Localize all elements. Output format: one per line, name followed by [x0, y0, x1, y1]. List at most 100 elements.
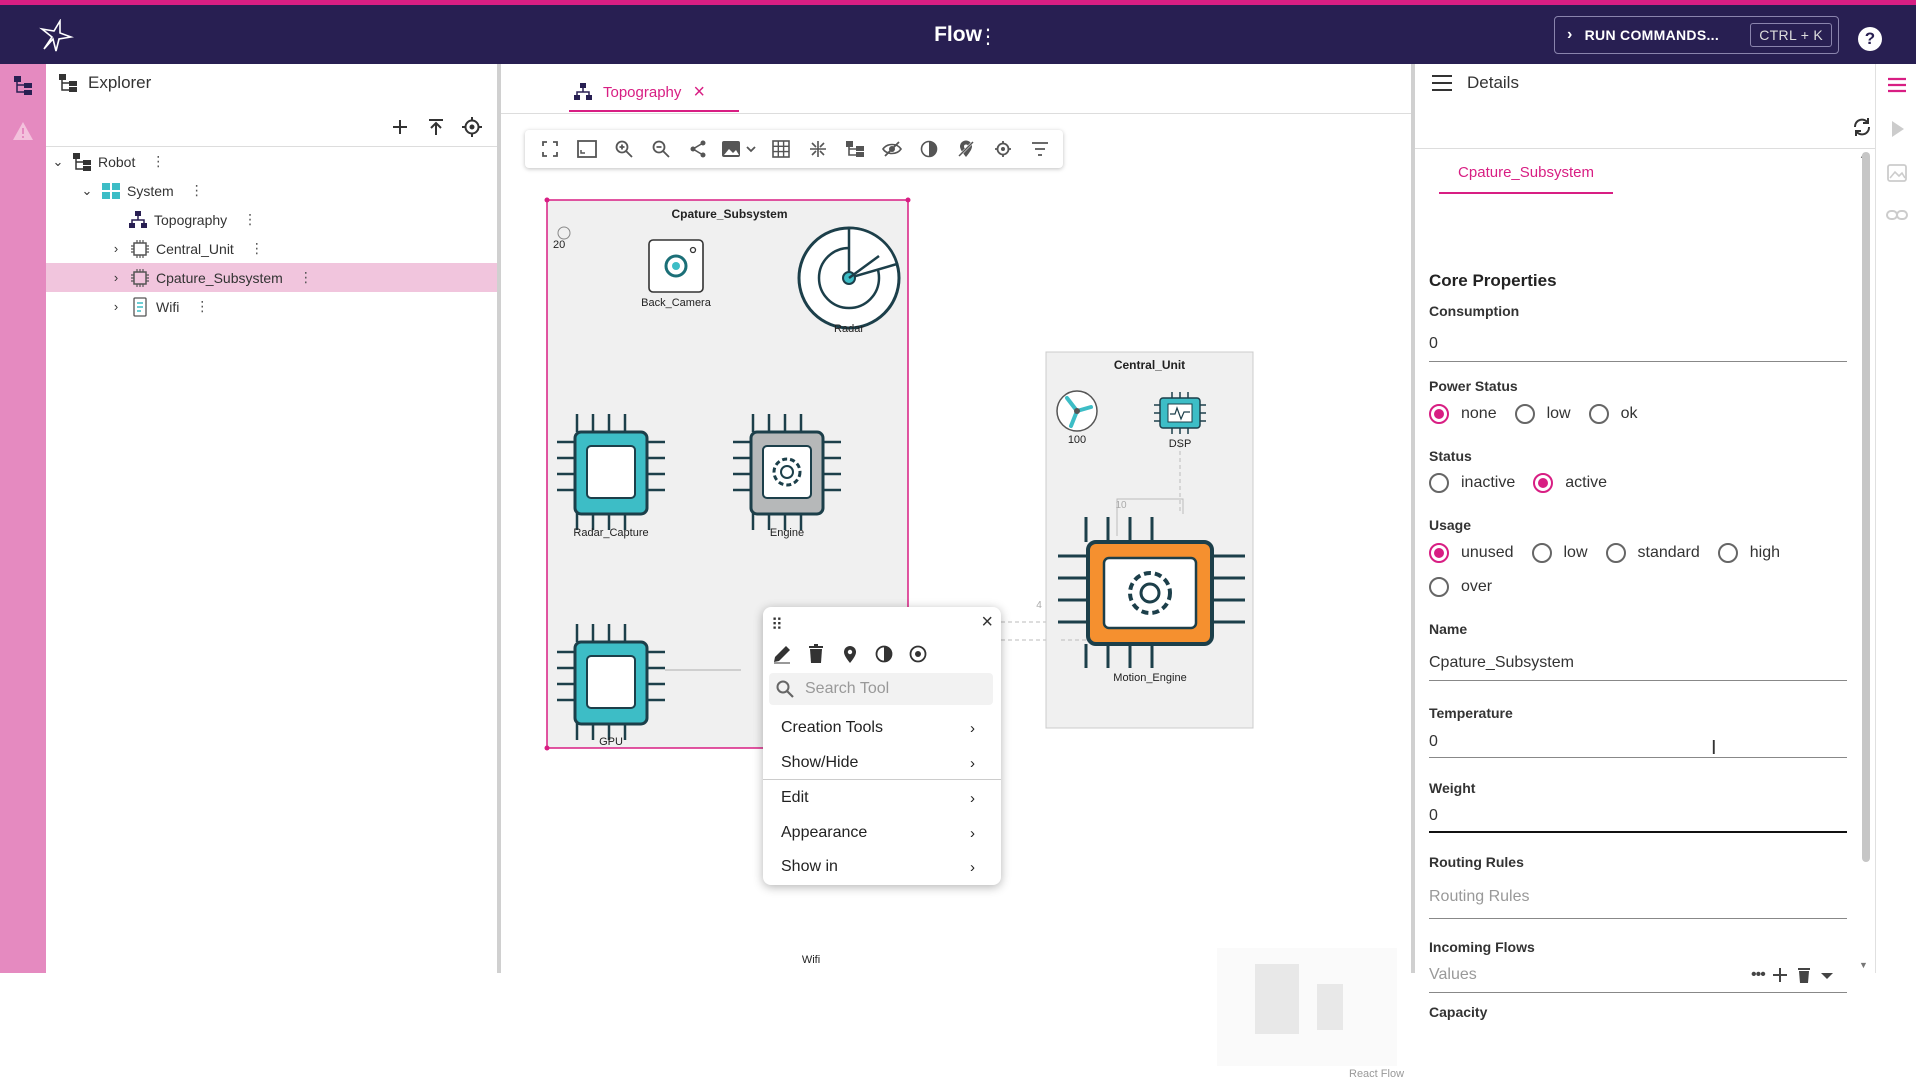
- details-scrollbar[interactable]: [1862, 152, 1870, 862]
- field-underline: [1429, 680, 1847, 681]
- tree-item-cpature-subsystem[interactable]: › Cpature_Subsystem ⋮: [46, 263, 497, 292]
- locate-icon[interactable]: [461, 116, 483, 138]
- chip-engine: [733, 414, 841, 530]
- menu-item-label: Appearance: [781, 824, 868, 841]
- hide-location-icon[interactable]: [947, 134, 984, 164]
- menu-item-edit[interactable]: Edit ›: [763, 781, 1001, 815]
- weight-field[interactable]: 0: [1429, 807, 1438, 824]
- layout-icon[interactable]: [799, 134, 836, 164]
- link-icon[interactable]: [1886, 204, 1908, 226]
- temperature-field[interactable]: 0: [1429, 733, 1438, 750]
- hierarchy-view-icon[interactable]: [836, 134, 873, 164]
- collapse-all-icon[interactable]: [425, 116, 447, 138]
- grid-toggle-icon[interactable]: [762, 134, 799, 164]
- play-icon[interactable]: [1886, 118, 1908, 140]
- chevron-right-icon[interactable]: ›: [113, 241, 119, 256]
- add-icon[interactable]: [389, 116, 411, 138]
- contrast-icon[interactable]: [910, 134, 947, 164]
- power-status-ok-radio[interactable]: ok: [1588, 404, 1638, 424]
- node-label-gpu[interactable]: GPU: [599, 736, 623, 748]
- properties-menu-icon[interactable]: [1886, 74, 1908, 96]
- routing-rules-field[interactable]: Routing Rules: [1429, 888, 1530, 905]
- edit-icon[interactable]: [771, 643, 793, 665]
- search-tool-input[interactable]: Search Tool: [769, 673, 993, 705]
- tree-item-system[interactable]: ⌄ System ⋮: [46, 176, 497, 205]
- more-icon[interactable]: ⋮: [243, 211, 257, 227]
- fullscreen-icon[interactable]: [568, 134, 605, 164]
- react-flow-attribution[interactable]: React Flow: [1349, 1068, 1405, 1080]
- share-icon[interactable]: [679, 134, 716, 164]
- menu-item-show-in[interactable]: Show in ›: [763, 850, 1001, 884]
- menu-item-creation-tools[interactable]: Creation Tools ›: [763, 711, 1001, 745]
- more-icon[interactable]: ⋮: [189, 182, 204, 198]
- tab-topography[interactable]: Topography ×: [569, 74, 739, 112]
- refresh-icon[interactable]: [1851, 116, 1873, 138]
- export-image-icon[interactable]: [716, 134, 762, 164]
- chevron-right-icon[interactable]: ›: [113, 299, 119, 314]
- drag-handle-icon[interactable]: ⠿: [771, 617, 783, 634]
- more-horiz-icon[interactable]: •••: [1751, 966, 1766, 983]
- zoom-in-icon[interactable]: [605, 134, 642, 164]
- add-icon[interactable]: [1771, 966, 1789, 984]
- usage-over-radio[interactable]: over: [1429, 577, 1492, 597]
- tree-item-wifi[interactable]: › Wifi ⋮: [46, 292, 497, 321]
- details-panel: Details Cpature_Subsystem Core Propertie…: [1415, 64, 1875, 1020]
- image-icon[interactable]: [1886, 162, 1908, 184]
- location-pin-icon[interactable]: [839, 643, 861, 665]
- incoming-flows-label: Incoming Flows: [1429, 939, 1535, 955]
- filter-icon[interactable]: [1021, 134, 1058, 164]
- more-icon[interactable]: ⋮: [151, 153, 165, 169]
- incoming-flows-field[interactable]: Values: [1429, 966, 1477, 983]
- tree-item-robot[interactable]: ⌄ Robot ⋮: [46, 147, 497, 176]
- node-label-dsp[interactable]: DSP: [1168, 438, 1192, 450]
- menu-item-appearance[interactable]: Appearance ›: [763, 816, 1001, 850]
- node-label-engine[interactable]: Engine: [769, 527, 805, 539]
- usage-low-radio[interactable]: low: [1531, 543, 1588, 563]
- explorer-tree-icon[interactable]: [12, 74, 34, 96]
- help-icon[interactable]: ?: [1858, 27, 1882, 51]
- name-field[interactable]: Cpature_Subsystem: [1429, 654, 1574, 671]
- minimap[interactable]: [1217, 948, 1397, 1066]
- app-more-icon[interactable]: ⋮: [978, 26, 998, 48]
- usage-standard-radio[interactable]: standard: [1605, 543, 1700, 563]
- chevron-down-icon[interactable]: ⌄: [52, 153, 64, 169]
- power-status-low-radio[interactable]: low: [1514, 404, 1571, 424]
- incoming-flows-actions: •••: [1751, 966, 1835, 984]
- node-label-radar[interactable]: Radar: [834, 323, 864, 335]
- run-commands-button[interactable]: › RUN COMMANDS... CTRL + K: [1554, 16, 1839, 54]
- status-inactive-radio[interactable]: inactive: [1429, 473, 1515, 493]
- usage-high-radio[interactable]: high: [1717, 543, 1780, 563]
- more-icon[interactable]: ⋮: [195, 298, 209, 314]
- fit-view-icon[interactable]: [531, 134, 568, 164]
- more-icon[interactable]: ⋮: [249, 240, 264, 256]
- tree-item-topography[interactable]: Topography ⋮: [46, 205, 497, 234]
- locate-icon[interactable]: [984, 134, 1021, 164]
- chevron-down-icon[interactable]: ⌄: [81, 182, 93, 198]
- chevron-down-icon[interactable]: [1819, 966, 1835, 984]
- scroll-down-arrow[interactable]: ▼: [1859, 960, 1868, 970]
- close-icon[interactable]: ×: [981, 611, 993, 633]
- menu-item-show-hide[interactable]: Show/Hide ›: [763, 746, 1001, 780]
- usage-unused-radio[interactable]: unused: [1429, 543, 1514, 563]
- tab-cpature-subsystem[interactable]: Cpature_Subsystem: [1439, 152, 1613, 194]
- zoom-out-icon[interactable]: [642, 134, 679, 164]
- chevron-right-icon[interactable]: ›: [113, 270, 119, 285]
- status-active-radio[interactable]: active: [1533, 473, 1607, 493]
- delete-icon[interactable]: [1795, 966, 1813, 984]
- tree-item-central-unit[interactable]: › Central_Unit ⋮: [46, 234, 497, 263]
- hide-icon[interactable]: [873, 134, 910, 164]
- power-status-none-radio[interactable]: none: [1429, 404, 1497, 424]
- node-label-back-camera[interactable]: Back_Camera: [641, 297, 711, 309]
- delete-icon[interactable]: [805, 643, 827, 665]
- node-label-radar-capture[interactable]: Radar_Capture: [573, 527, 649, 539]
- app-logo-icon[interactable]: [38, 19, 74, 55]
- warning-icon[interactable]: [12, 120, 34, 142]
- menu-icon[interactable]: [1431, 74, 1453, 92]
- node-label-wifi[interactable]: Wifi: [801, 954, 821, 966]
- target-icon[interactable]: [907, 643, 929, 665]
- contrast-icon[interactable]: [873, 643, 895, 665]
- consumption-field[interactable]: 0: [1429, 335, 1438, 352]
- node-label-motion-engine[interactable]: Motion_Engine: [1113, 672, 1187, 684]
- more-icon[interactable]: ⋮: [298, 269, 313, 285]
- close-icon[interactable]: ×: [693, 80, 706, 103]
